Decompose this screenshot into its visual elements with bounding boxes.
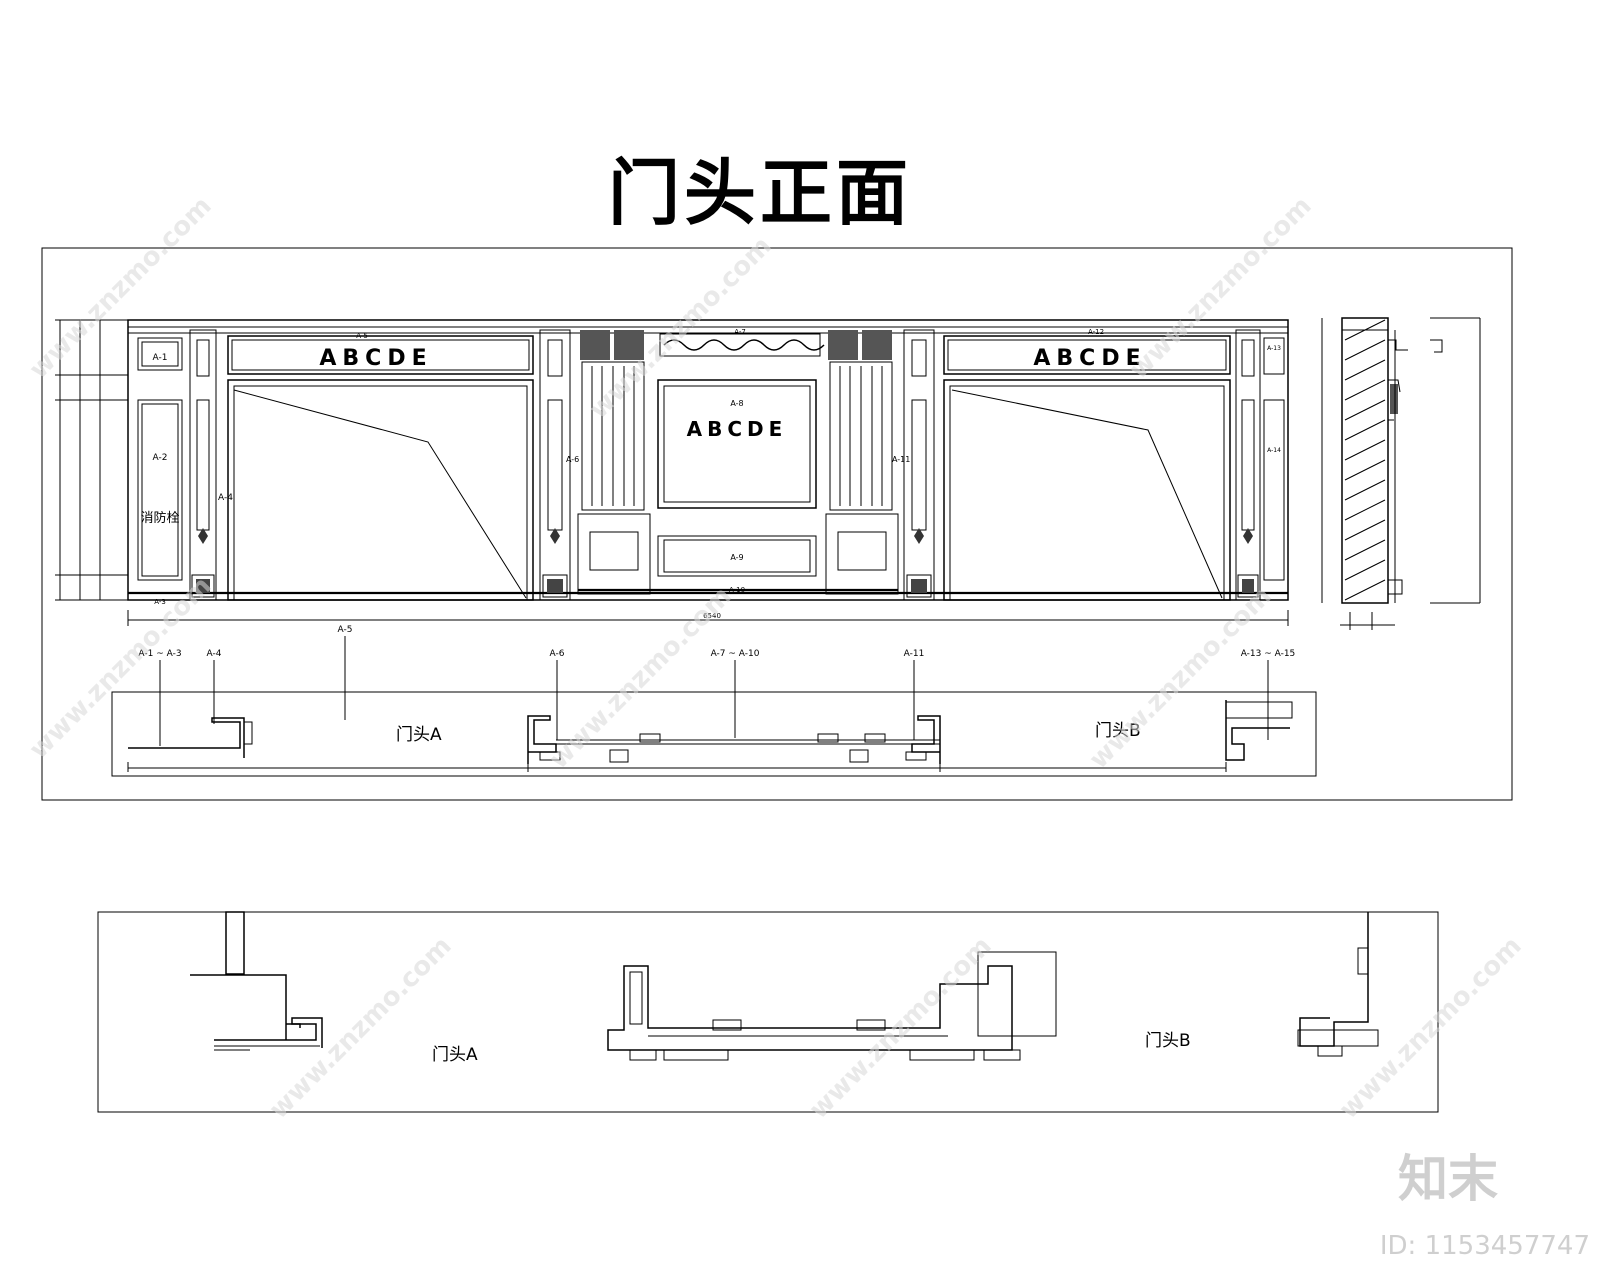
upper-sheet-frame (41, 247, 1513, 801)
lower-plan-b-label: 门头B (1145, 1031, 1191, 1051)
callout-a5: A-5 (338, 625, 353, 635)
watermark-url-1: www.znzmo.com (24, 191, 218, 385)
plan-b-label: 门头B (1095, 721, 1141, 741)
tag-a12: A-12 (1088, 328, 1104, 336)
lower-plan: 门头A 门头B (190, 911, 1379, 1065)
tag-a6: A-6 (566, 455, 579, 464)
tag-a9: A-9 (730, 553, 743, 562)
brand-logo: 知末 (1398, 1150, 1498, 1208)
tag-a7: A-7 (734, 328, 746, 336)
drawing-title: 门头正面 (608, 151, 912, 235)
tag-a8: A-8 (730, 399, 743, 408)
right-panel-group: A-13 A-14 (1235, 329, 1285, 601)
watermark-url-7: www.znzmo.com (264, 931, 458, 1125)
left-panel-group: A-1 A-2 消防栓 A-3 A-4 (137, 329, 233, 606)
callout-a13-a15: A-13 ~ A-15 (1241, 649, 1296, 659)
tag-a5-top: A-5 (356, 332, 368, 340)
side-section (1321, 317, 1481, 630)
left-dimension-chain (55, 319, 128, 601)
callout-a4: A-4 (207, 649, 222, 659)
tag-a1: A-1 (153, 353, 168, 363)
callout-a1-a3: A-1 ~ A-3 (138, 649, 181, 659)
lower-sheet-frame (97, 911, 1439, 1113)
sign-center: ABCDE (687, 417, 788, 441)
plan-a-label: 门头A (396, 725, 442, 745)
tag-a13: A-13 (1267, 345, 1281, 352)
tag-a2: A-2 (153, 453, 168, 463)
left-doorway: A-5 ABCDE (227, 332, 534, 601)
tag-a3: A-3 (154, 598, 166, 606)
callout-a11: A-11 (904, 649, 925, 659)
sign-right: ABCDE (1033, 346, 1146, 371)
overall-dim-text: 6540 (703, 612, 721, 620)
watermark-url-2: www.znzmo.com (584, 231, 778, 425)
watermark-url-9: www.znzmo.com (1334, 931, 1528, 1125)
hydrant-label: 消防栓 (140, 510, 179, 526)
callout-a7-a10: A-7 ~ A-10 (711, 649, 760, 659)
center-portico: A-7 A-8 ABCDE (577, 328, 899, 595)
tag-a11: A-11 (892, 455, 910, 464)
upper-plan: A-1 ~ A-3 A-4 A-5 A-6 A-7 ~ A-10 A-11 A-… (111, 625, 1317, 777)
pilaster-a11: A-11 (892, 329, 935, 601)
watermark-url-5: www.znzmo.com (544, 581, 738, 775)
image-id: ID: 1153457747 (1380, 1231, 1590, 1261)
lower-plan-a-label: 门头A (432, 1045, 478, 1065)
right-doorway: A-12 ABCDE (943, 328, 1231, 601)
front-elevation: A-1 A-2 消防栓 A-3 A-4 A-5 ABCDE (55, 319, 1289, 626)
sign-left: ABCDE (319, 346, 432, 371)
tag-a14: A-14 (1267, 447, 1281, 454)
callout-a6: A-6 (550, 649, 565, 659)
pilaster-a6: A-6 (539, 329, 579, 601)
watermark-url-6: www.znzmo.com (1084, 581, 1278, 775)
watermark-layer: www.znzmo.com www.znzmo.com www.znzmo.co… (24, 191, 1528, 1125)
tag-a4: A-4 (218, 493, 233, 503)
overall-dimension: 6540 (127, 610, 1289, 626)
